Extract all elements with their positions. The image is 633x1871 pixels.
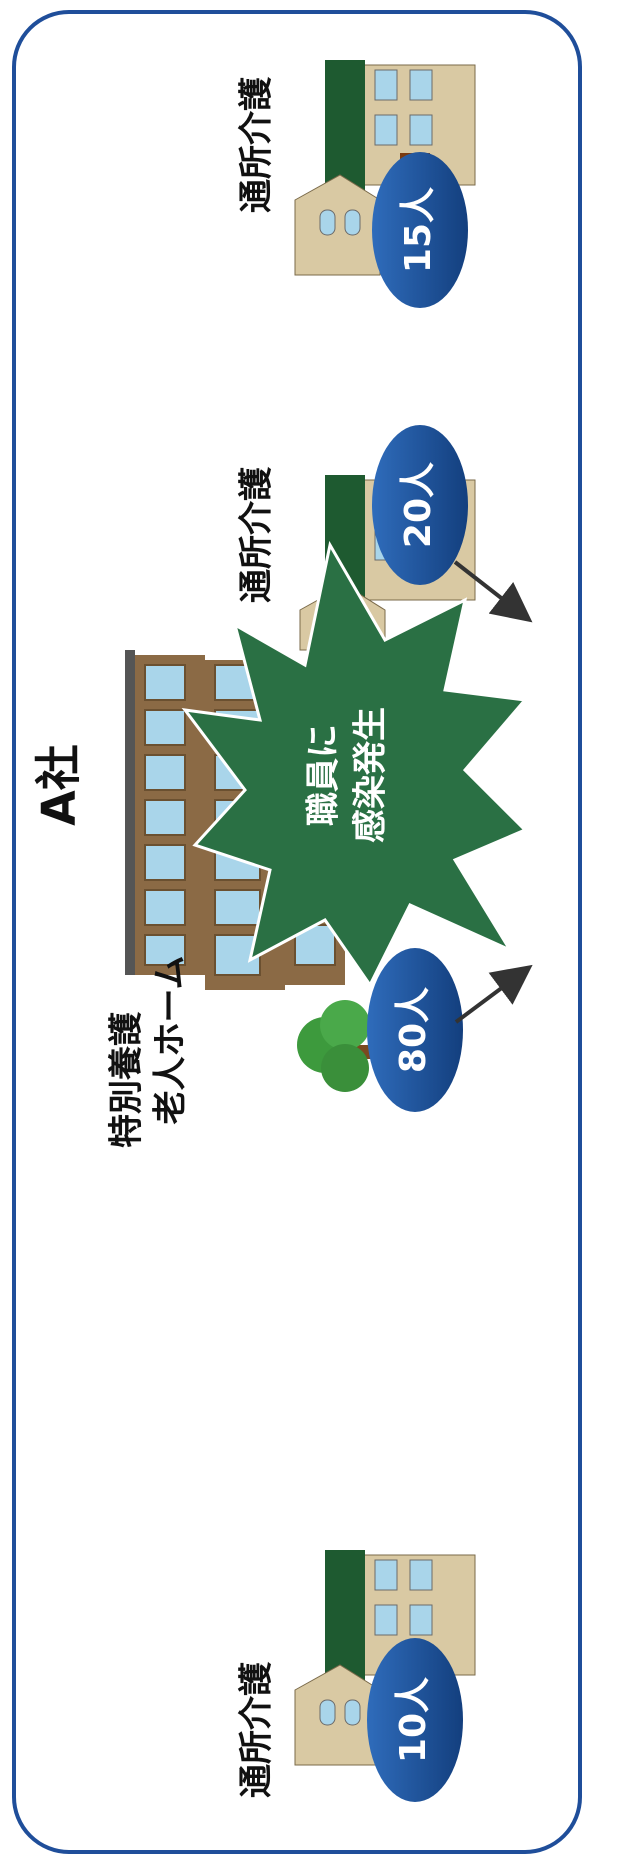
infection-burst-shape: [181, 540, 528, 988]
count-badge-bottom: [367, 1638, 463, 1802]
facility-label-upper-mid: 通所介護: [237, 466, 277, 603]
count-text-upper-mid: 20人: [398, 462, 439, 548]
count-badge-upper-mid: [372, 425, 468, 585]
count-text-main: 80人: [393, 987, 434, 1073]
company-label: A社: [32, 744, 86, 826]
company-border: [12, 10, 582, 1854]
facility-label-main-line1: 特別養護: [107, 1011, 147, 1148]
count-text-bottom: 10人: [393, 1677, 434, 1763]
arrow-from-20: [453, 560, 533, 623]
burst-text-line1: 職員に: [304, 724, 344, 826]
house-icon: [294, 1550, 476, 1766]
count-badge-top: [372, 152, 468, 308]
facility-label-main-line2: 老人ホーム: [151, 956, 191, 1125]
facility-label-top: 通所介護: [237, 76, 277, 213]
burst-text-line2: 感染発生: [351, 707, 391, 843]
facility-label-bottom: 通所介護: [237, 1661, 277, 1798]
count-text-top: 15人: [398, 187, 439, 273]
count-badge-main: [367, 948, 463, 1112]
tree-icon: [297, 1000, 380, 1092]
arrow-from-80: [454, 964, 533, 1024]
